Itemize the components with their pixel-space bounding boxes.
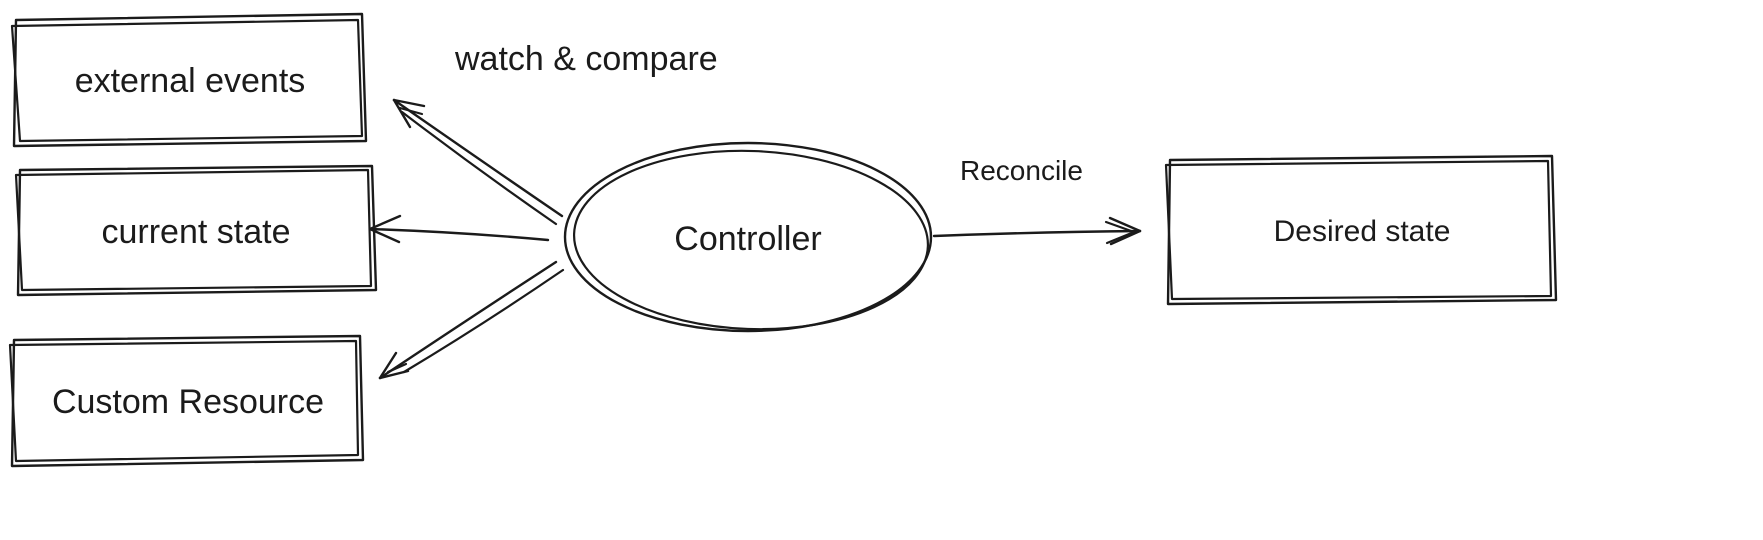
- arrowhead: [368, 214, 402, 231]
- node-desired-state-label: Desired state: [1274, 215, 1451, 248]
- external-events-box-outline-2: [10, 18, 364, 143]
- arrowhead: [378, 369, 410, 380]
- arrowhead: [368, 227, 401, 244]
- arrow-controller-to-desired-state: [932, 216, 1142, 246]
- node-custom-resource: Custom Resource: [8, 334, 365, 468]
- arrowhead: [378, 351, 398, 380]
- arrow-controller-to-current-state: [368, 214, 550, 244]
- arrowhead-2: [1104, 220, 1136, 234]
- arrow-line: [368, 227, 550, 242]
- arrowhead: [392, 98, 426, 108]
- arrowhead: [1109, 229, 1142, 246]
- node-current-state: current state: [14, 164, 378, 297]
- custom-resource-box-outline-2: [8, 339, 360, 463]
- current-state-box-outline: [16, 164, 378, 297]
- node-external-events-label: external events: [75, 62, 306, 100]
- arrowhead-2: [398, 106, 424, 116]
- controller-ellipse-outline: [563, 141, 933, 333]
- desired-state-box-outline: [1166, 154, 1558, 306]
- node-desired-state: Desired state: [1164, 154, 1558, 306]
- arrowhead: [392, 98, 412, 129]
- node-current-state-label: current state: [102, 213, 291, 251]
- node-custom-resource-label: Custom Resource: [52, 383, 324, 421]
- arrow-line: [378, 260, 558, 380]
- arrow-line: [392, 98, 564, 218]
- node-external-events: external events: [10, 12, 368, 148]
- arrow-line: [932, 229, 1142, 238]
- arrow-line-2: [402, 268, 565, 374]
- external-events-box-outline: [12, 12, 368, 148]
- arrowhead-2: [1105, 230, 1136, 245]
- arrow-controller-to-custom-resource: [378, 260, 565, 380]
- node-controller: Controller: [563, 141, 933, 333]
- edge-label-reconcile: Reconcile: [960, 155, 1083, 186]
- current-state-box-outline-2: [14, 168, 373, 292]
- edge-label-watch-compare: watch & compare: [454, 40, 718, 78]
- arrowhead-2: [386, 362, 408, 374]
- arrow-controller-to-external-events: [392, 98, 564, 226]
- custom-resource-box-outline: [10, 334, 365, 468]
- arrowhead: [1108, 216, 1142, 233]
- node-controller-label: Controller: [674, 220, 821, 258]
- desired-state-box-outline-2: [1164, 159, 1553, 301]
- arrow-line-2: [400, 110, 558, 226]
- controller-ellipse-outline-2: [572, 149, 930, 331]
